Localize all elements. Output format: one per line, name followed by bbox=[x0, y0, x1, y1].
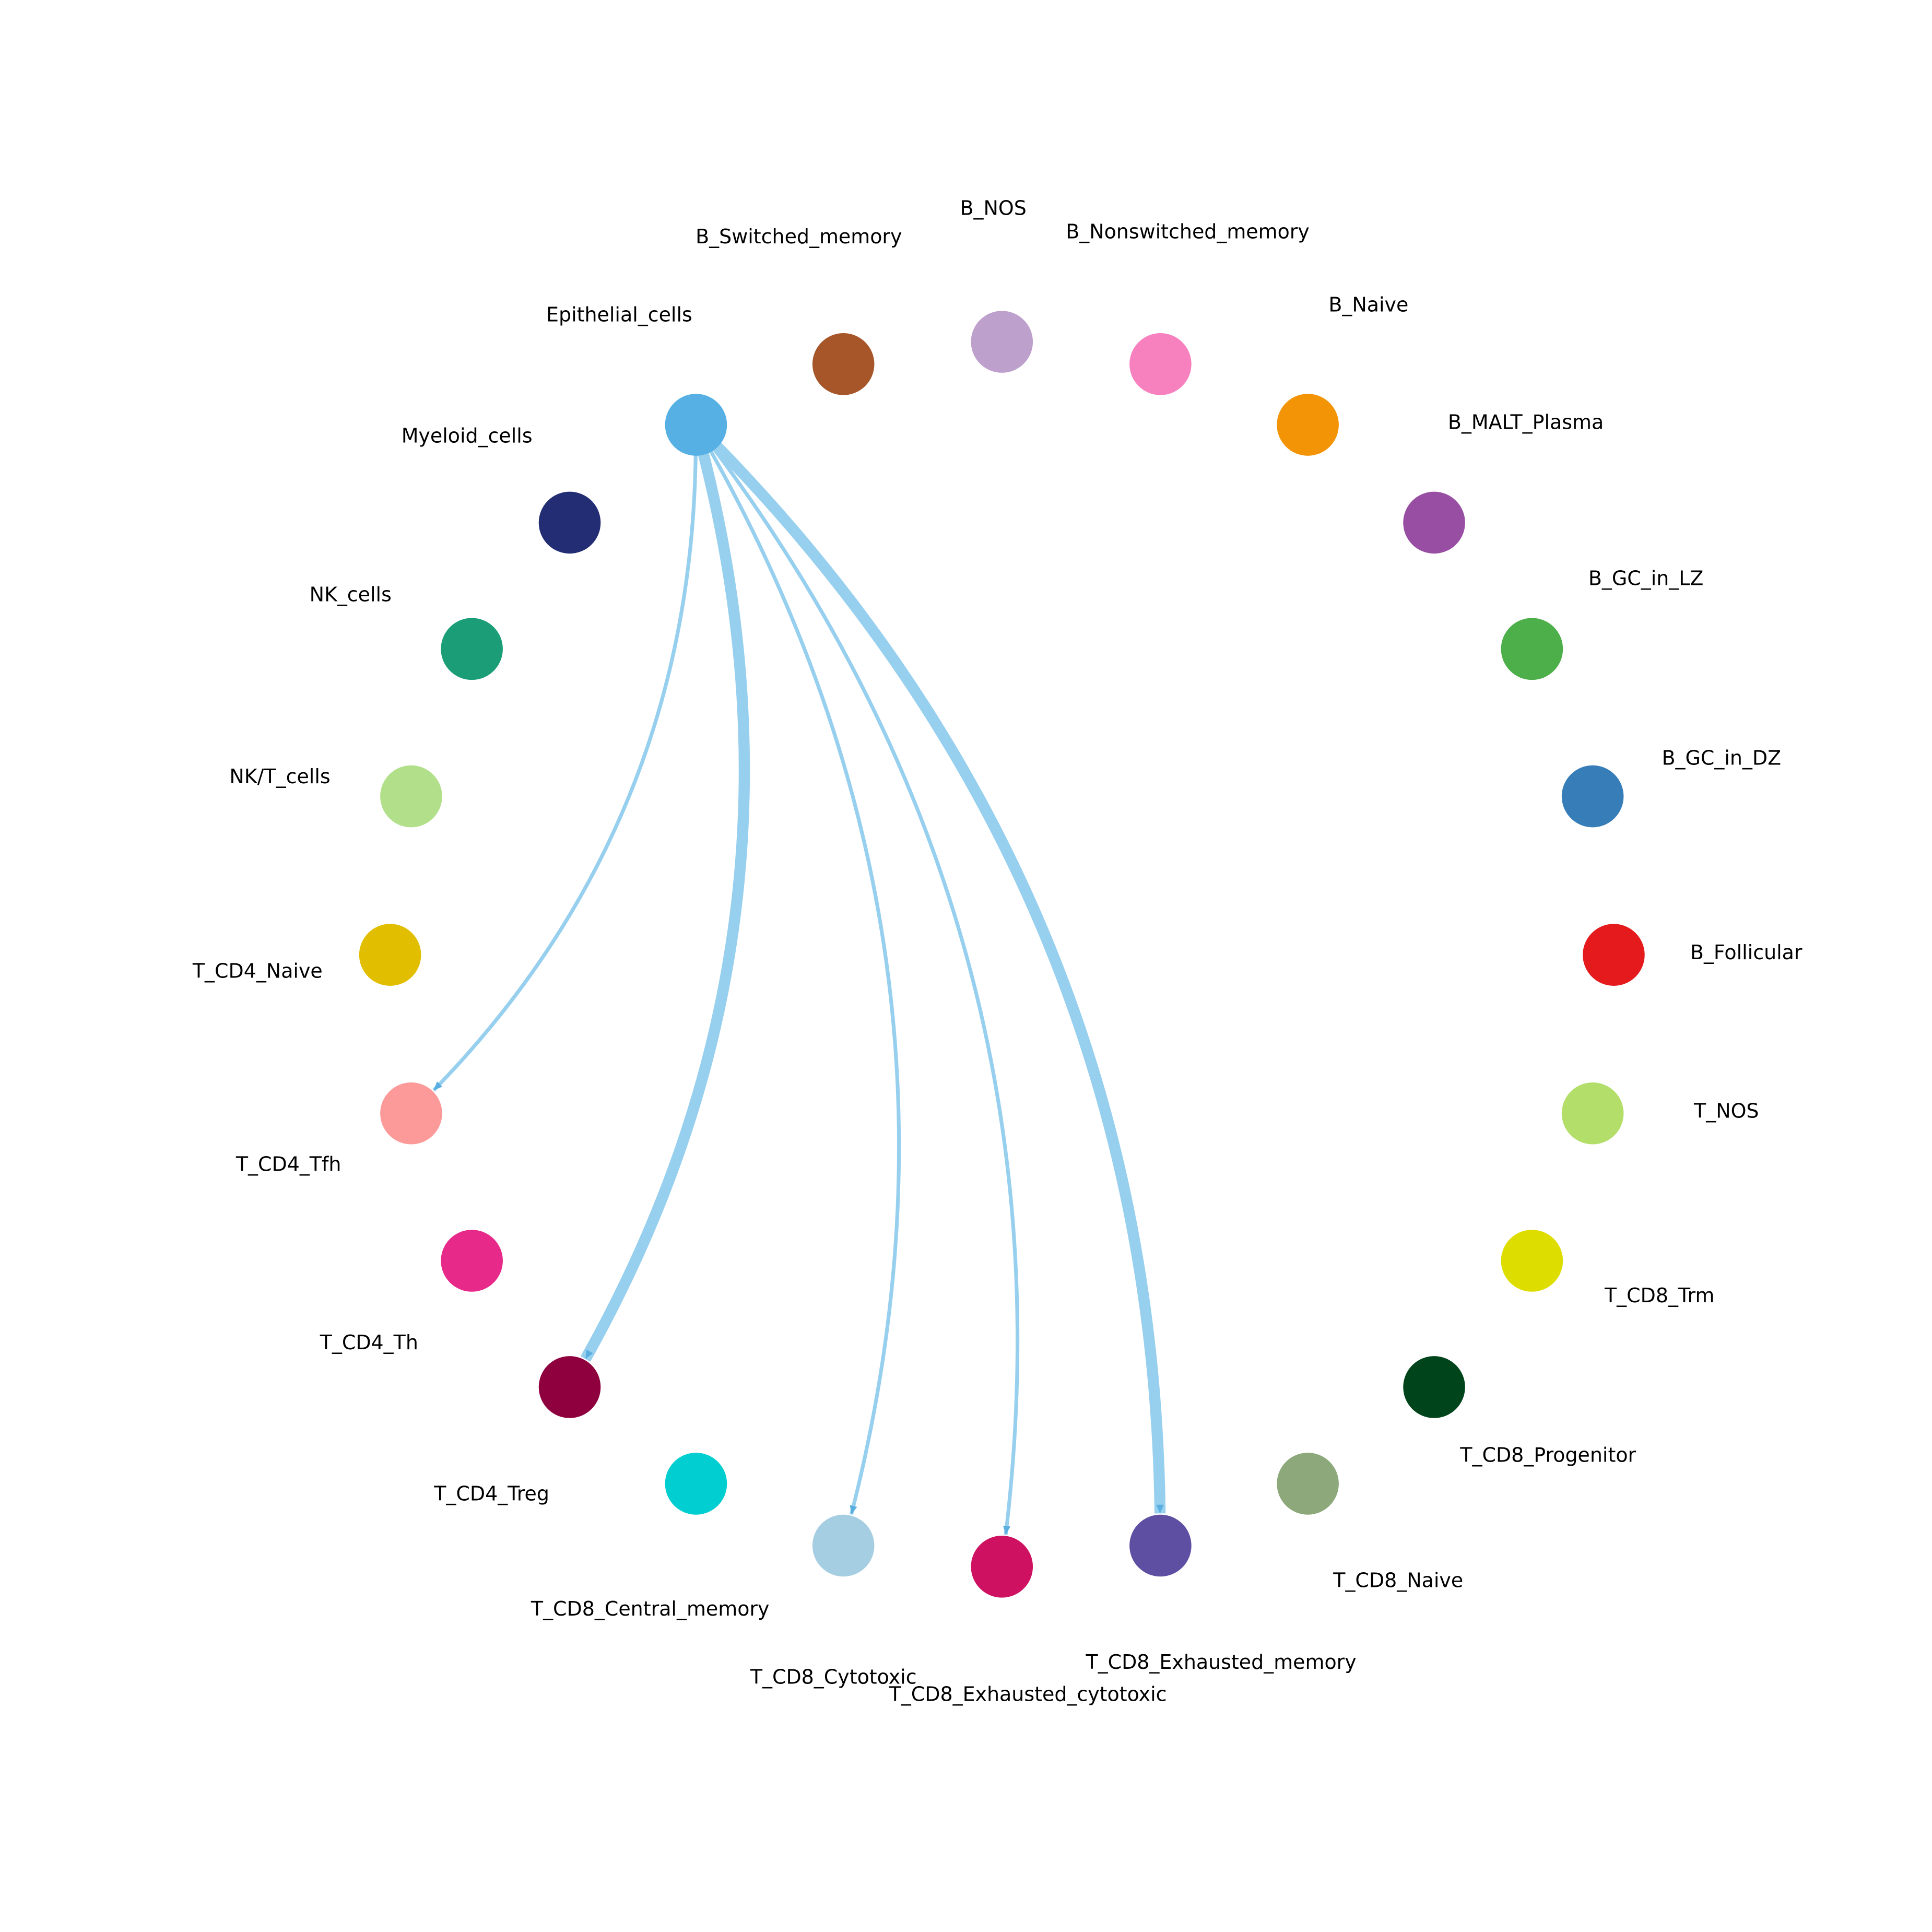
edge-epithelial-cells-to-t-cd8-cytotoxic bbox=[708, 449, 901, 1515]
node-t-cd8-central-memory bbox=[665, 1453, 727, 1515]
node-b-malt-plasma bbox=[1403, 491, 1465, 554]
node-label: NK_cells bbox=[310, 583, 392, 606]
node-b-nos bbox=[971, 311, 1033, 373]
arrowhead-icon bbox=[585, 1349, 593, 1359]
arrowhead-icon bbox=[850, 1505, 857, 1515]
node-b-follicular bbox=[1583, 924, 1645, 986]
node-label: T_CD8_Cytotoxic bbox=[750, 1665, 917, 1688]
node-t-cd8-exhausted-memory bbox=[1129, 1514, 1192, 1577]
edge-epithelial-cells-to-t-cd4-tfh bbox=[432, 453, 698, 1092]
arrowhead-icon bbox=[1003, 1525, 1011, 1535]
node-t-cd8-naive bbox=[1277, 1453, 1339, 1515]
node-t-cd8-cytotoxic bbox=[812, 1514, 875, 1577]
edge-epithelial-cells-to-t-cd4-treg bbox=[580, 451, 750, 1362]
node-t-cd4-th bbox=[441, 1230, 503, 1292]
node-label: T_CD4_Th bbox=[320, 1331, 418, 1354]
labels-layer: Epithelial_cells B_Switched_memory B_NOS B_… bbox=[192, 196, 1803, 1705]
nodes-layer bbox=[359, 311, 1645, 1598]
node-label: T_CD8_Naive bbox=[1333, 1569, 1463, 1592]
node-label: B_Switched_memory bbox=[696, 225, 902, 248]
node-epithelial-cells bbox=[665, 394, 727, 456]
node-label: B_GC_in_LZ bbox=[1588, 567, 1704, 590]
node-b-nonswitched-memory bbox=[1129, 333, 1192, 395]
node-label: B_Follicular bbox=[1690, 941, 1803, 964]
node-b-gc-in-dz bbox=[1561, 765, 1624, 828]
node-b-naive bbox=[1277, 394, 1339, 456]
node-label: NK/T_cells bbox=[229, 765, 330, 788]
node-label: T_CD8_Central_memory bbox=[531, 1597, 770, 1620]
node-label: T_CD4_Naive bbox=[192, 959, 323, 982]
node-label: T_NOS bbox=[1693, 1099, 1759, 1122]
node-t-cd4-tfh bbox=[380, 1082, 442, 1145]
node-nk-cells bbox=[441, 618, 503, 680]
node-t-cd8-exhausted-cytotoxic bbox=[971, 1536, 1033, 1598]
arrowhead-icon bbox=[433, 1081, 443, 1091]
node-myeloid-cells bbox=[538, 491, 601, 554]
node-label: B_Nonswitched_memory bbox=[1066, 220, 1310, 243]
node-label: B_NOS bbox=[960, 196, 1027, 219]
node-label: T_CD4_Treg bbox=[433, 1482, 549, 1505]
node-label: Epithelial_cells bbox=[546, 303, 692, 326]
node-t-nos bbox=[1561, 1082, 1624, 1145]
node-t-cd8-progenitor bbox=[1403, 1356, 1465, 1418]
edge-epithelial-cells-to-t-cd8-exhausted-memory bbox=[712, 441, 1166, 1514]
node-label: B_Naive bbox=[1328, 293, 1408, 316]
arrowhead-icon bbox=[1156, 1504, 1164, 1514]
node-b-gc-in-lz bbox=[1501, 618, 1563, 680]
node-label: T_CD8_Exhausted_memory bbox=[1085, 1651, 1356, 1674]
node-t-cd4-naive bbox=[359, 924, 421, 986]
node-label: T_CD8_Progenitor bbox=[1459, 1444, 1636, 1467]
node-label: T_CD8_Trm bbox=[1604, 1284, 1714, 1307]
node-nk-t-cells bbox=[380, 765, 442, 828]
node-label: T_CD4_Tfh bbox=[235, 1152, 341, 1175]
edges-layer bbox=[432, 441, 1166, 1535]
node-label: B_GC_in_DZ bbox=[1662, 746, 1781, 769]
node-b-switched-memory bbox=[812, 333, 875, 395]
node-label: B_MALT_Plasma bbox=[1448, 411, 1604, 434]
node-label: Myeloid_cells bbox=[402, 425, 533, 447]
node-label: T_CD8_Exhausted_cytotoxic bbox=[889, 1682, 1167, 1705]
edge-epithelial-cells-to-t-cd8-exhausted-cytotoxic bbox=[711, 446, 1020, 1535]
node-t-cd4-treg bbox=[538, 1356, 601, 1418]
node-t-cd8-trm bbox=[1501, 1230, 1563, 1292]
